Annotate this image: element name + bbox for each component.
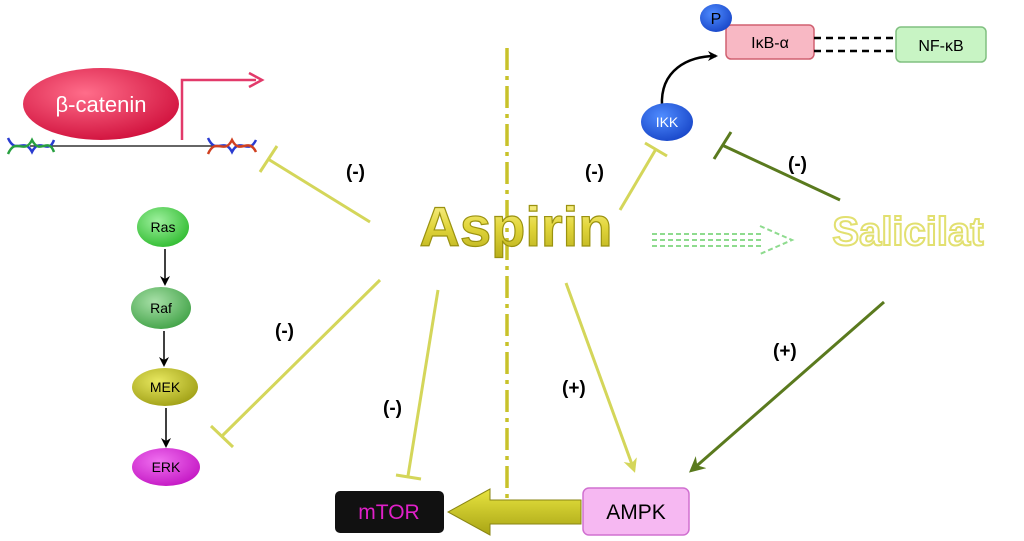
- erk-label: ERK: [152, 459, 181, 475]
- ras-node: [137, 207, 189, 247]
- erk-node: [132, 448, 200, 486]
- mtor-node: [335, 491, 444, 533]
- aspirin-inhibits-mtor: [406, 289, 440, 477]
- aspirin-inhibits-ikk: [618, 148, 658, 211]
- ikb-node: [725, 24, 815, 60]
- ras-label: Ras: [151, 219, 176, 235]
- mtor-tbar: [395, 473, 422, 481]
- effect-label-beta-catenin: (-): [346, 162, 365, 183]
- phospho-label: P: [711, 11, 722, 28]
- effect-label-erk: (-): [275, 321, 294, 342]
- aspirin-title: Aspirin: [420, 195, 613, 258]
- mek-node: [132, 368, 198, 406]
- salicilat-title: Salicilat: [832, 210, 983, 254]
- ikk-tbar: [644, 141, 668, 158]
- salicilat-ikk-tbar: [712, 131, 733, 160]
- phospho-node: [700, 4, 732, 32]
- effect-label-salicilat-ikk: (-): [788, 154, 807, 175]
- aspirin-inhibits-beta-catenin: [267, 157, 371, 224]
- raf-node: [131, 287, 191, 329]
- effect-label-ampk-salicilat: (+): [773, 341, 797, 362]
- ikk-label: IKK: [656, 114, 679, 130]
- transcription-arrow: [180, 78, 256, 140]
- ampk-to-mtor-arrow: [446, 488, 582, 536]
- aspirin-inhibits-erk: [220, 278, 382, 438]
- effect-label-mtor: (-): [383, 398, 402, 419]
- nfkb-node: [895, 26, 987, 63]
- salicilat-inhibits-ikk: [721, 143, 841, 202]
- salicilat-activates-ampk: [688, 300, 885, 473]
- ampk-node: [582, 487, 690, 536]
- mtor-label: mTOR: [358, 501, 419, 524]
- aspirin-to-salicilat-arrow: [652, 225, 795, 255]
- beta-catenin-tbar: [258, 145, 279, 173]
- effect-label-ampk-aspirin: (+): [562, 378, 586, 399]
- erk-tbar: [209, 424, 235, 449]
- effect-label-ikk: (-): [585, 162, 604, 183]
- ikb-nfkb-binding: [814, 36, 896, 53]
- beta-catenin-label: β-catenin: [56, 92, 147, 117]
- dna-helix-icon: [6, 137, 258, 155]
- transcription-arrowhead-icon: [248, 71, 265, 89]
- raf-label: Raf: [150, 300, 172, 316]
- aspirin-activates-ampk: [564, 282, 637, 473]
- ikk-to-ikb-arrow: [660, 51, 718, 107]
- ampk-label: AMPK: [606, 501, 666, 524]
- nfkb-label: NF-κB: [918, 38, 963, 55]
- ikk-node: [641, 103, 693, 141]
- mek-label: MEK: [150, 379, 181, 395]
- ikb-label: IκB-α: [751, 35, 789, 52]
- beta-catenin-node: [23, 68, 179, 140]
